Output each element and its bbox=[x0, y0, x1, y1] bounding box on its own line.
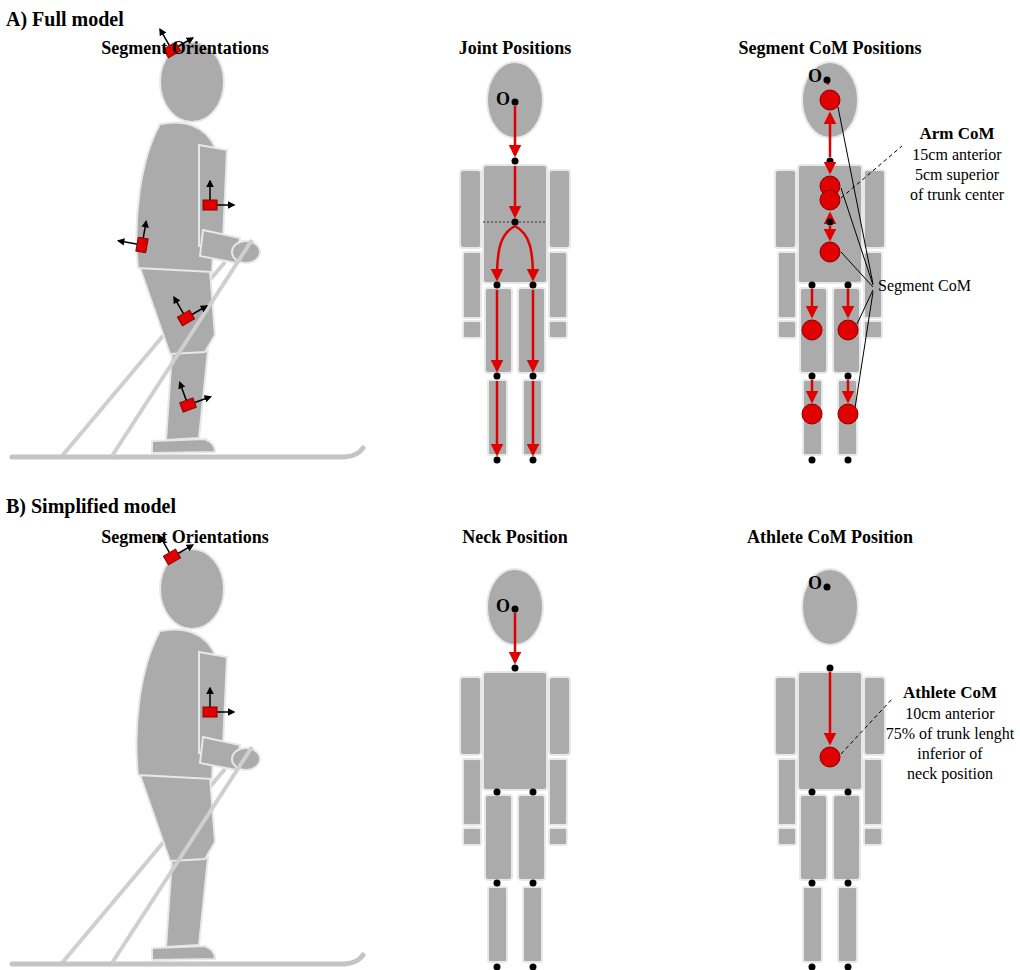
callout-text: 75% of trunk lenght bbox=[886, 725, 1014, 743]
joint-chain bbox=[483, 106, 547, 454]
panel-heading: Segment Orientations bbox=[101, 38, 268, 59]
origin-label: O bbox=[808, 573, 822, 594]
callout-text: neck position bbox=[907, 765, 993, 783]
origin-label: O bbox=[496, 89, 510, 110]
origin-label: O bbox=[808, 66, 822, 87]
panel-heading: Neck Position bbox=[462, 527, 568, 548]
leader-lines bbox=[838, 107, 902, 408]
joint-dots bbox=[809, 665, 852, 970]
skier-figure bbox=[12, 549, 363, 964]
section-title: B) Simplified model bbox=[6, 495, 176, 518]
callout-title: Arm CoM bbox=[919, 124, 994, 144]
callout-title: Athlete CoM bbox=[903, 683, 997, 703]
body-figure bbox=[775, 62, 885, 455]
joint-dots bbox=[494, 158, 537, 464]
panel-heading: Joint Positions bbox=[459, 38, 572, 59]
section-title: A) Full model bbox=[6, 8, 124, 31]
imu-sensors bbox=[154, 524, 234, 717]
neck-chain bbox=[512, 606, 519, 663]
body-figure bbox=[460, 62, 570, 455]
panel-heading: Segment Orientations bbox=[101, 527, 268, 548]
callout-text: 10cm anterior bbox=[905, 705, 994, 723]
com-circles bbox=[802, 90, 858, 424]
joint-dots bbox=[494, 665, 537, 970]
callout-text: inferior of bbox=[917, 745, 982, 763]
origin-label: O bbox=[496, 596, 510, 617]
skier-figure bbox=[12, 42, 363, 457]
panel-heading: Athlete CoM Position bbox=[747, 527, 913, 548]
callout-text: 5cm superior bbox=[915, 166, 999, 184]
callout-label: Segment CoM bbox=[878, 277, 971, 295]
callout-text: of trunk center bbox=[910, 186, 1004, 204]
panel-heading: Segment CoM Positions bbox=[739, 38, 922, 59]
athlete-com-chain bbox=[820, 584, 893, 768]
chain-dots bbox=[512, 99, 519, 226]
chain-dots bbox=[824, 77, 834, 226]
body-figure bbox=[460, 569, 570, 962]
callout-text: 15cm anterior bbox=[912, 146, 1001, 164]
imu-sensors bbox=[117, 17, 234, 412]
body-figure bbox=[775, 569, 885, 962]
